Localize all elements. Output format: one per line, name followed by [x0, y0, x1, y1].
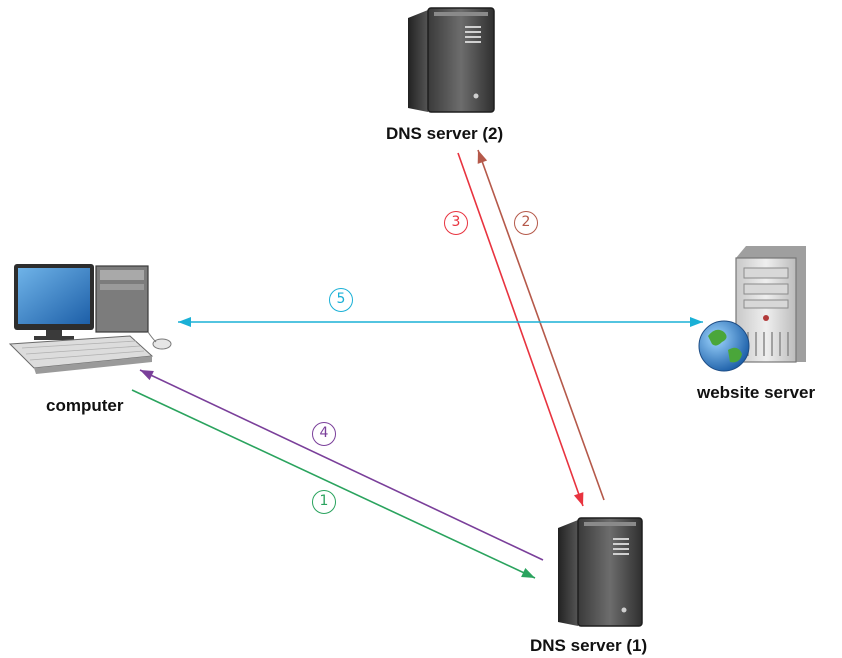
step-2-badge: 2: [514, 211, 538, 235]
arrow-step-2-head: [477, 150, 488, 164]
arrow-step-1-head: [521, 567, 535, 578]
arrow-step-5-head: [690, 317, 703, 327]
website-server-label: website server: [697, 383, 816, 402]
step-1-badge: 1: [312, 490, 336, 514]
computer-icon: [8, 264, 172, 374]
dns-server-2-label: DNS server (2): [386, 124, 504, 143]
dns-server-2-icon: [408, 7, 495, 113]
computer-label: computer: [46, 396, 124, 415]
arrow-step-1: [131, 389, 536, 579]
arrow-step-4: [139, 369, 544, 561]
step-3-badge: 3: [444, 211, 468, 235]
arrow-step-3: [457, 152, 584, 507]
arrow-step-4-head: [140, 370, 154, 381]
website-server-icon: [698, 246, 806, 372]
arrow-step-3-head: [573, 492, 584, 506]
dns-server-1-label: DNS server (1): [530, 636, 648, 655]
arrow-step-5-tail-head: [178, 317, 191, 327]
dns-server-1-icon: [558, 517, 643, 627]
arrow-step-2: [477, 149, 605, 501]
step-5-badge: 5: [329, 288, 353, 312]
step-4-badge: 4: [312, 422, 336, 446]
connectors: [131, 149, 703, 579]
